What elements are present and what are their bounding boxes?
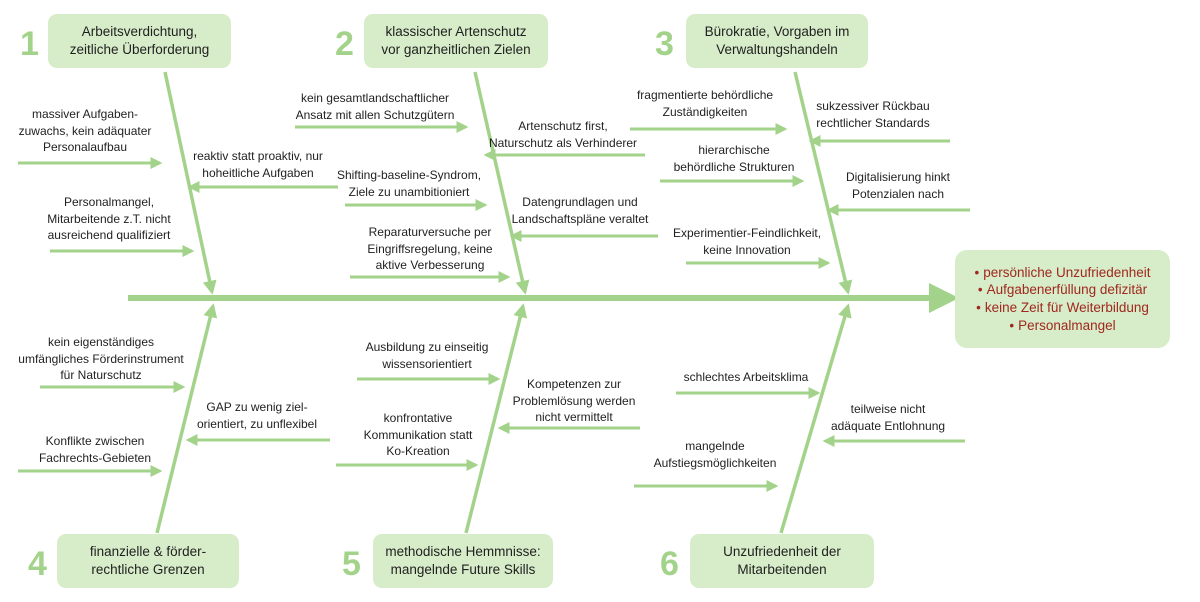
category-number: 6 — [660, 545, 679, 583]
cause-label: reaktiv statt proaktiv, nur hoheitliche … — [193, 149, 323, 180]
bullet-icon: • — [976, 300, 981, 315]
effect-box: •persönliche Unzufriedenheit •Aufgabener… — [955, 250, 1170, 348]
category-box: Arbeitsverdichtung, zeitliche Überforder… — [48, 14, 231, 68]
category-box: klassischer Artenschutz vor ganzheitlich… — [364, 14, 548, 68]
category-number: 1 — [20, 25, 39, 63]
category-number: 4 — [28, 545, 47, 583]
effect-text: Aufgabenerfüllung defizitär — [986, 282, 1148, 298]
cause-label: Digitalisierung hinkt Potenzialen nach — [845, 170, 951, 201]
bone-6-arrow — [779, 303, 852, 534]
effect-text: keine Zeit für Weiterbildung — [984, 300, 1149, 315]
bone-2-arrow — [473, 71, 530, 295]
category-box: methodische Hemmnisse: mangelnde Future … — [373, 534, 553, 588]
cause-label: Datengrundlagen und Landschaftspläne ver… — [511, 195, 649, 226]
bone-1-arrow — [163, 71, 217, 295]
cause-label: Kompetenzen zur Problemlösung werden nic… — [512, 377, 636, 425]
cause-label: mangelnde Aufstiegsmöglichkeiten — [653, 439, 777, 470]
cause-label: Konflikte zwischen Fachrechts-Gebieten — [38, 434, 152, 465]
category-number: 3 — [655, 25, 674, 63]
effect-item: •keine Zeit für Weiterbildung — [976, 299, 1149, 317]
cause-label: Ausbildung zu einseitig wissensorientier… — [365, 340, 489, 371]
cause-label: Shifting-baseline-Syndrom, Ziele zu unam… — [336, 168, 482, 199]
cause-label: Experimentier-Feindlichkeit, keine Innov… — [672, 226, 822, 257]
bone-5-arrow — [464, 303, 528, 534]
cause-label: kein gesamtlandschaftlicher Ansatz mit a… — [295, 91, 455, 122]
cause-label: Artenschutz first, Naturschutz als Verhi… — [488, 119, 638, 150]
category-number: 5 — [342, 545, 361, 583]
cause-label: schlechtes Arbeitsklima — [683, 370, 809, 384]
bullet-icon: • — [974, 264, 980, 280]
cause-label: teilweise nicht adäquate Entlohnung — [830, 402, 946, 433]
effect-text: persönliche Unzufriedenheit — [983, 264, 1151, 280]
effect-text: Personalmangel — [1018, 317, 1116, 333]
cause-label: kein eigenständiges umfängliches Förderi… — [18, 335, 184, 383]
category-number: 2 — [335, 25, 354, 63]
effect-item: •persönliche Unzufriedenheit — [974, 264, 1150, 282]
bullet-icon: • — [977, 282, 983, 298]
effect-item: •Personalmangel — [1009, 317, 1115, 335]
bone-3-arrow — [793, 71, 853, 295]
cause-label: sukzessiver Rückbau rechtlicher Standard… — [816, 99, 930, 130]
cause-label: fragmentierte behördliche Zuständigkeite… — [636, 88, 774, 119]
effect-item: •Aufgabenerfüllung defizitär — [978, 281, 1147, 299]
cause-label: Reparaturversuche per Eingriffsregelung,… — [367, 225, 493, 273]
cause-label: hierarchische behördliche Strukturen — [673, 143, 795, 174]
category-box: finanzielle & förder- rechtliche Grenzen — [57, 534, 239, 588]
cause-label: konfrontative Kommunikation statt Ko-Kre… — [363, 411, 473, 459]
cause-label: massiver Aufgaben- zuwachs, kein adäquat… — [18, 107, 152, 155]
bullet-icon: • — [1009, 317, 1015, 333]
cause-label: Personalmangel, Mitarbeitende z.T. nicht… — [47, 195, 171, 243]
category-box: Unzufriedenheit der Mitarbeitenden — [690, 534, 874, 588]
category-box: Bürokratie, Vorgaben im Verwaltungshande… — [686, 14, 868, 68]
cause-label: GAP zu wenig ziel- orientiert, zu unflex… — [196, 400, 318, 431]
bone-4-arrow — [155, 303, 218, 534]
